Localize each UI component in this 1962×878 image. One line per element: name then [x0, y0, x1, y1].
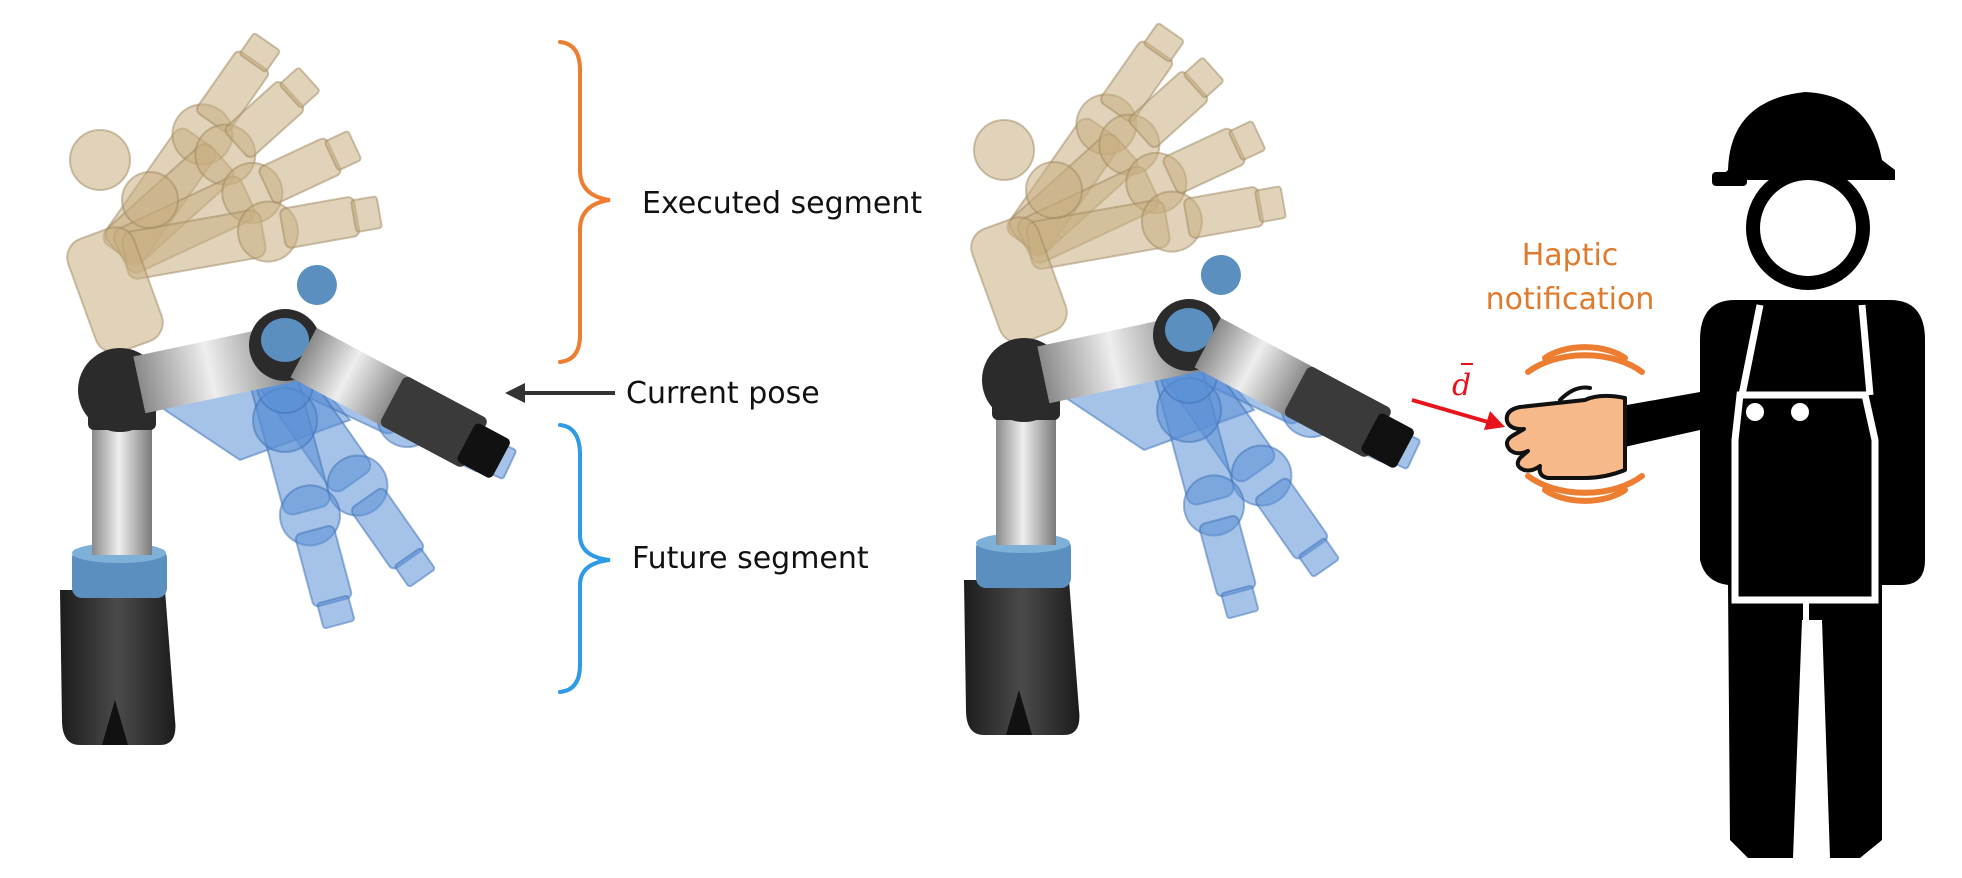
current-pose-label: Current pose: [626, 376, 820, 411]
distance-label: d: [1452, 368, 1471, 403]
robot-arm-left: [60, 23, 524, 745]
haptic-label-line2: notification: [1486, 282, 1655, 317]
haptic-wave-icon: [1525, 344, 1645, 504]
executed-ghost-poses: [66, 23, 386, 354]
distance-arrow-icon: [1411, 398, 1505, 430]
robot-base: [60, 543, 176, 745]
executed-segment-label: Executed segment: [642, 186, 922, 221]
worker-icon: [1610, 92, 1925, 858]
executed-brace-icon: [558, 40, 611, 364]
future-segment-label: Future segment: [632, 541, 869, 576]
robot-arm-right: [964, 13, 1428, 735]
haptic-label-line1: Haptic: [1522, 238, 1619, 273]
future-brace-icon: [558, 423, 611, 694]
current-pose-arrow-icon: [505, 383, 615, 403]
hand-icon: [1504, 385, 1627, 480]
